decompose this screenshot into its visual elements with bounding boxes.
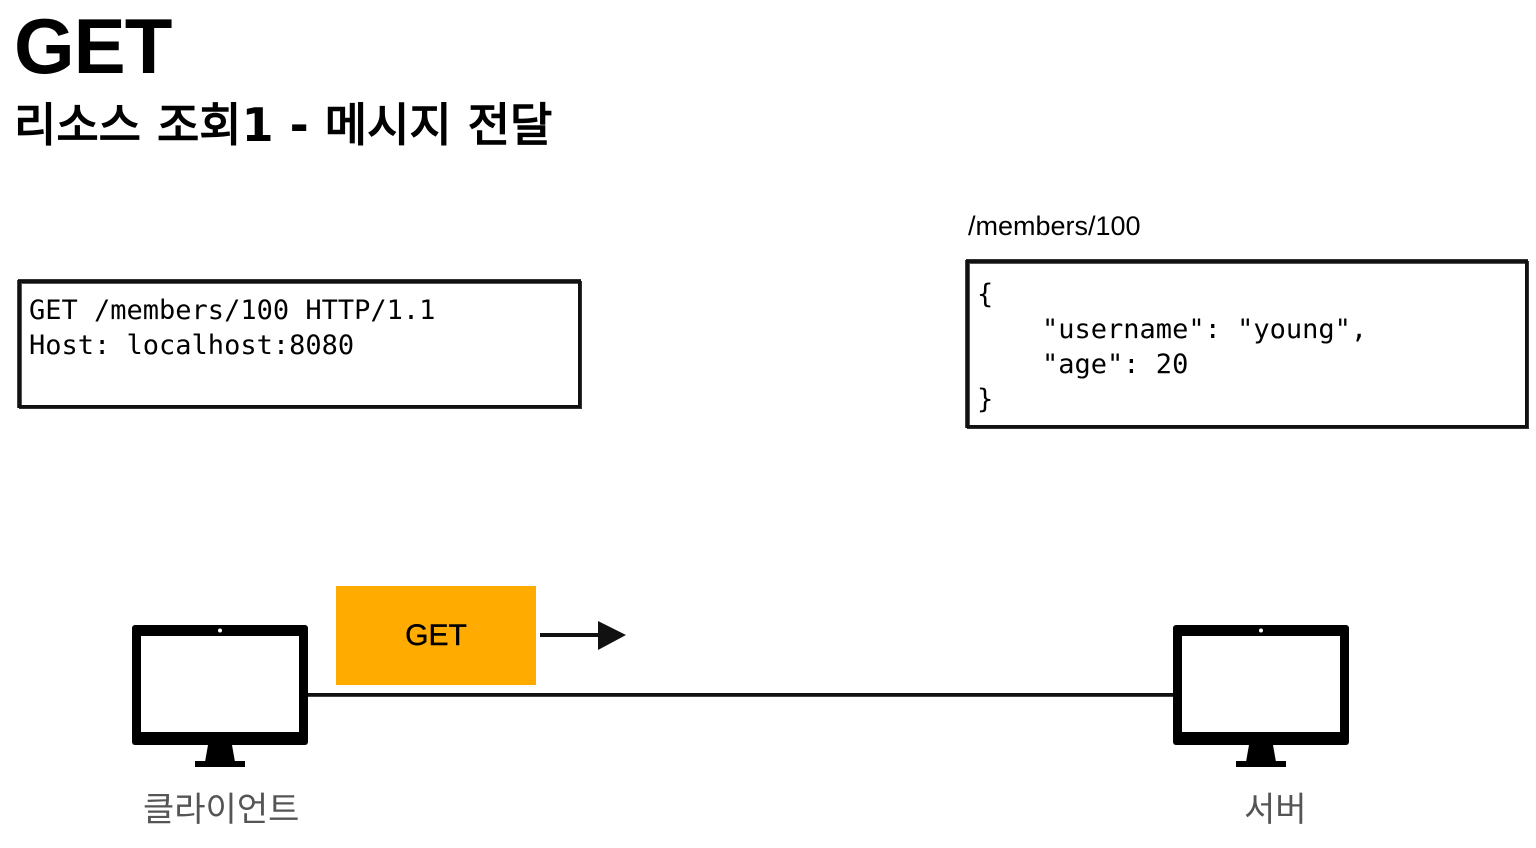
slide-title: GET — [14, 2, 172, 90]
server-monitor-icon — [1173, 625, 1349, 767]
http-request-message-box: GET /members/100 HTTP/1.1 Host: localhos… — [18, 280, 581, 408]
client-monitor-icon — [132, 625, 308, 767]
http-method-label: GET — [405, 618, 467, 652]
resource-json-box: { "username": "young", "age": 20 } — [966, 260, 1528, 428]
request-arrow-icon — [540, 621, 626, 650]
server-label: 서버 — [1244, 790, 1307, 830]
network-connection-line — [308, 693, 1174, 697]
resource-path-label: /members/100 — [968, 211, 1141, 241]
slide-subtitle: 리소스 조회1 - 메시지 전달 — [14, 98, 553, 152]
resource-json-text: { "username": "young", "age": 20 } — [977, 279, 1368, 415]
http-request-message-text: GET /members/100 HTTP/1.1 Host: localhos… — [29, 295, 436, 361]
http-method-badge: GET — [336, 586, 536, 685]
client-label: 클라이언트 — [143, 790, 300, 830]
